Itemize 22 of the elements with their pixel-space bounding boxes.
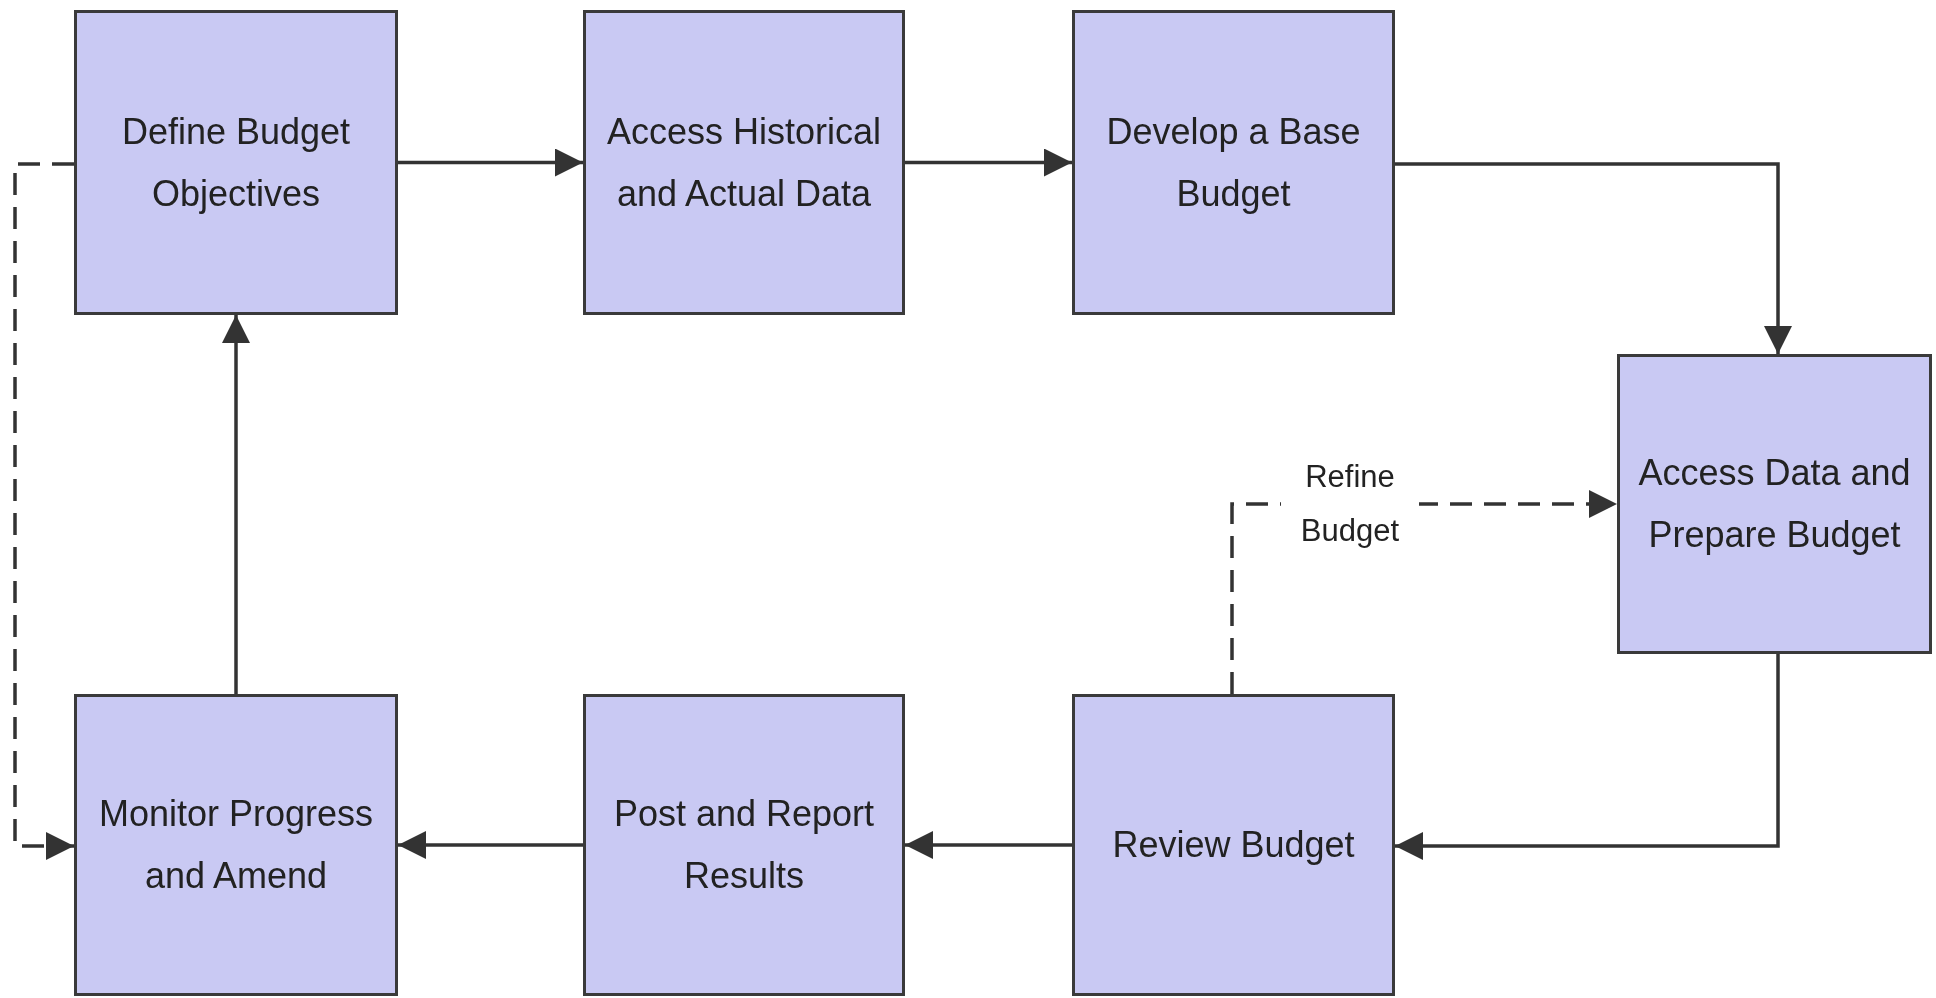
box-label: Define Budget Objectives xyxy=(120,109,352,216)
arrow xyxy=(398,148,583,177)
box-label: Post and Report Results xyxy=(612,792,876,898)
process-box xyxy=(74,694,398,996)
box-label: Access Data and Prepare Budget xyxy=(1637,451,1912,557)
process-box xyxy=(74,10,398,315)
box-label: Develop a Base Budget xyxy=(1105,109,1362,216)
process-box xyxy=(1072,10,1395,315)
process-box xyxy=(1072,694,1395,996)
box-label: Review Budget xyxy=(1112,823,1355,867)
arrow xyxy=(905,148,1072,177)
arrow xyxy=(905,831,1072,859)
process-box xyxy=(583,10,905,315)
process-box xyxy=(583,694,905,996)
arrow xyxy=(398,831,583,859)
process-box xyxy=(1617,354,1932,654)
arrow xyxy=(222,315,250,694)
arrow xyxy=(1395,162,1792,354)
box-label: Access Historical and Actual Data xyxy=(605,109,883,216)
arrow xyxy=(1395,654,1780,860)
box-label: Monitor Progress and Amend xyxy=(97,792,375,898)
dashed-arrow xyxy=(13,162,74,860)
